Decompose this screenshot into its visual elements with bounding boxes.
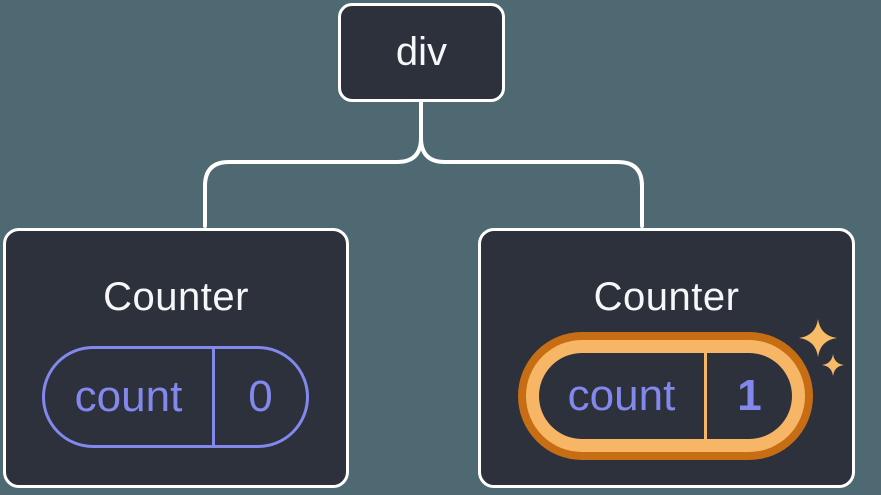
state-value-label: 1 (737, 371, 762, 420)
card-title: Counter (103, 275, 249, 319)
state-value-cell: 0 (215, 349, 306, 445)
state-key-cell: count (539, 353, 707, 439)
card-title: Counter (593, 275, 740, 319)
sparkle-icons (799, 319, 844, 376)
state-value-label: 0 (248, 372, 273, 421)
state-key-label: count (74, 372, 183, 421)
state-pill: count 0 (42, 346, 309, 448)
counter-card-right: Counter count 1 (478, 228, 855, 488)
counter-card-left: Counter count 0 (3, 228, 349, 488)
state-key-cell: count (45, 349, 215, 445)
sparkle-icon-large (799, 319, 837, 357)
state-pill-highlighted: count 1 (539, 353, 792, 439)
state-key-label: count (567, 371, 676, 420)
root-node-div: div (338, 3, 505, 102)
connector-branch-right (419, 100, 644, 228)
sparkle-icon-small (822, 354, 844, 376)
state-value-cell: 1 (707, 353, 792, 439)
root-node-label: div (395, 30, 448, 74)
state-pill-highlight-ring: count 1 (518, 332, 813, 460)
connector-branch-left (203, 100, 423, 228)
state-pill-highlight-glow: count 1 (526, 340, 805, 452)
